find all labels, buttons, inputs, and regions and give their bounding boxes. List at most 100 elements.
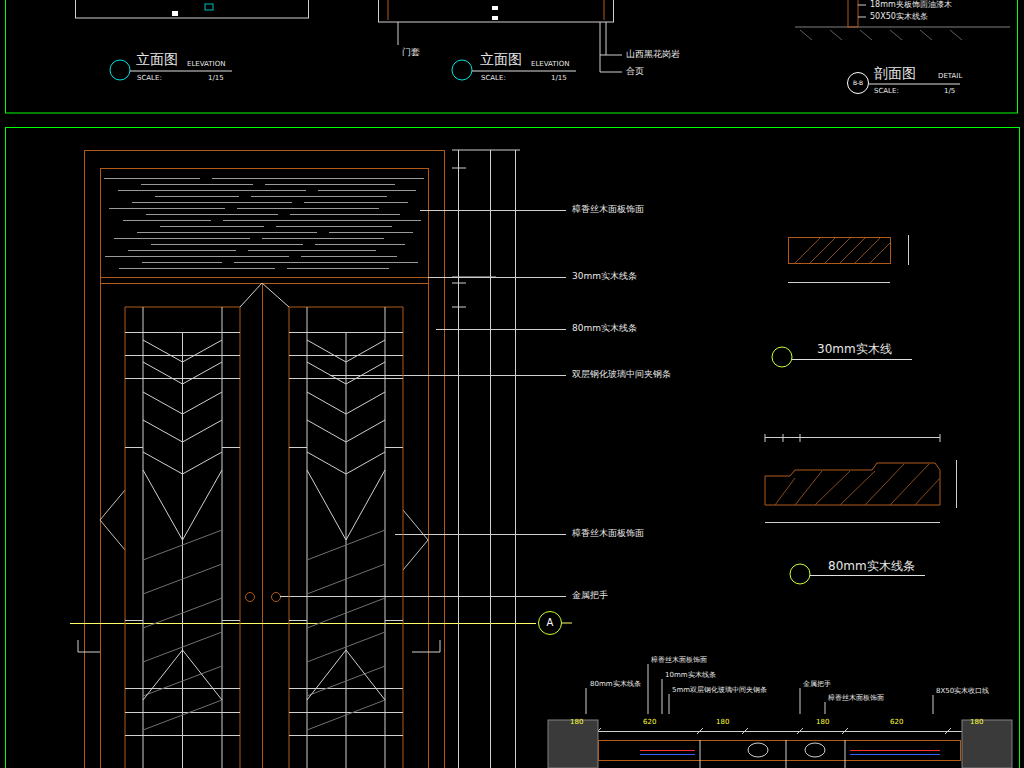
- title-circle: [110, 60, 130, 80]
- marker-text: B-B: [853, 80, 863, 86]
- wood-grain: [160, 226, 264, 227]
- dimension-line: [458, 150, 459, 768]
- leader-line: [398, 22, 399, 45]
- leaf-frame: [289, 307, 403, 308]
- pattern-line: [125, 378, 240, 379]
- elevation-fragment: [379, 0, 614, 22]
- wood-grain: [251, 196, 387, 197]
- leader-line: [586, 664, 933, 714]
- annotation: 立面图: [480, 52, 522, 66]
- wood-grain: [141, 184, 253, 185]
- leader-line: [395, 534, 566, 535]
- diagonal: [100, 490, 125, 520]
- glass-hatch: [143, 632, 222, 662]
- annotation: ELEVATION: [531, 61, 569, 68]
- pattern-line: [307, 452, 346, 474]
- glass-strip: [850, 750, 940, 751]
- leader-line: [858, 5, 866, 6]
- leader-line: [858, 17, 866, 18]
- leader-line: [600, 72, 622, 73]
- annotation: 80mm实木线条: [572, 324, 637, 333]
- door-plan: [599, 741, 961, 761]
- annotation: 8X50实木收口线: [936, 688, 989, 695]
- handle: [246, 593, 255, 602]
- annotation: 50X50实木线条: [870, 13, 928, 21]
- hatch: [830, 30, 842, 40]
- leaf-frame: [403, 307, 404, 768]
- annotation: 金属把手: [803, 681, 831, 688]
- pattern-line: [289, 332, 403, 333]
- section-line: [562, 623, 572, 624]
- wood-grain: [301, 256, 397, 257]
- pattern-line: [289, 735, 403, 736]
- leader-line: [280, 596, 566, 597]
- dimension-line: [556, 731, 1005, 732]
- pattern-line: [346, 332, 347, 768]
- dimension-tick: [452, 168, 466, 169]
- wood-grain: [137, 232, 317, 233]
- wood-grain: [151, 244, 303, 245]
- diagonal: [403, 540, 428, 570]
- annotation: SCALE:: [137, 75, 162, 82]
- annotation: 80mm实木线条: [590, 681, 641, 688]
- pattern-line: [346, 362, 385, 384]
- plan-line: [845, 740, 846, 768]
- annotation: ELEVATION: [187, 61, 225, 68]
- annotation: 180: [570, 719, 583, 726]
- pattern-line: [346, 452, 385, 474]
- panel-frame: [6, 128, 1020, 768]
- dimension-tick: [452, 307, 466, 308]
- wood-grain: [265, 184, 395, 185]
- profile-80mm: [765, 463, 940, 505]
- pattern-line: [307, 392, 346, 414]
- dimension-tick: [800, 434, 801, 442]
- pattern-line: [289, 378, 403, 379]
- wood-grain: [128, 250, 236, 251]
- pattern-line: [222, 620, 240, 621]
- leader-line: [600, 55, 622, 56]
- wood-grain: [223, 220, 421, 221]
- glass-hatch: [143, 530, 222, 560]
- pattern-line: [125, 735, 240, 736]
- wood-grain: [329, 232, 413, 233]
- annotation: DETAIL: [938, 73, 962, 80]
- wood-grain: [290, 214, 400, 215]
- wood-grain: [304, 202, 408, 203]
- handle-plan: [748, 743, 768, 757]
- leader-line: [606, 22, 607, 55]
- leader-line: [420, 210, 566, 211]
- annotation: 1/15: [551, 75, 567, 82]
- wood-grain: [104, 178, 200, 179]
- wood-grain: [212, 178, 424, 179]
- arrow-mark: [240, 283, 262, 307]
- glass-strip: [640, 754, 695, 755]
- frame-line: [604, 0, 605, 20]
- wood-grain: [287, 268, 389, 269]
- pattern-line: [289, 712, 403, 713]
- pattern-line: [289, 355, 403, 356]
- wood-grain: [118, 190, 306, 191]
- title-underline: [810, 575, 925, 576]
- annotation: 620: [890, 719, 903, 726]
- pattern-line: [125, 688, 240, 689]
- pattern-line: [346, 340, 385, 362]
- wood-grain: [237, 208, 379, 209]
- annotation: 双层钢化玻璃中间夹钢条: [572, 370, 671, 379]
- leaf-frame: [289, 307, 290, 768]
- pattern-line: [183, 420, 223, 442]
- annotation: 30mm实木线: [817, 343, 892, 355]
- wall-section: [548, 720, 598, 768]
- handle-plan: [805, 743, 825, 757]
- diagonal: [403, 510, 428, 540]
- wood-grain: [114, 238, 250, 239]
- pattern-line: [183, 650, 223, 700]
- door-frame: [85, 151, 445, 768]
- wood-grain: [276, 226, 392, 227]
- detail-circle: [790, 564, 810, 584]
- title-circle: [452, 60, 472, 80]
- annotation: 立面图: [136, 52, 178, 66]
- diagonal: [100, 520, 125, 550]
- pattern-line: [307, 470, 346, 540]
- detail-circle: [772, 347, 792, 367]
- glass-hatch: [143, 564, 222, 594]
